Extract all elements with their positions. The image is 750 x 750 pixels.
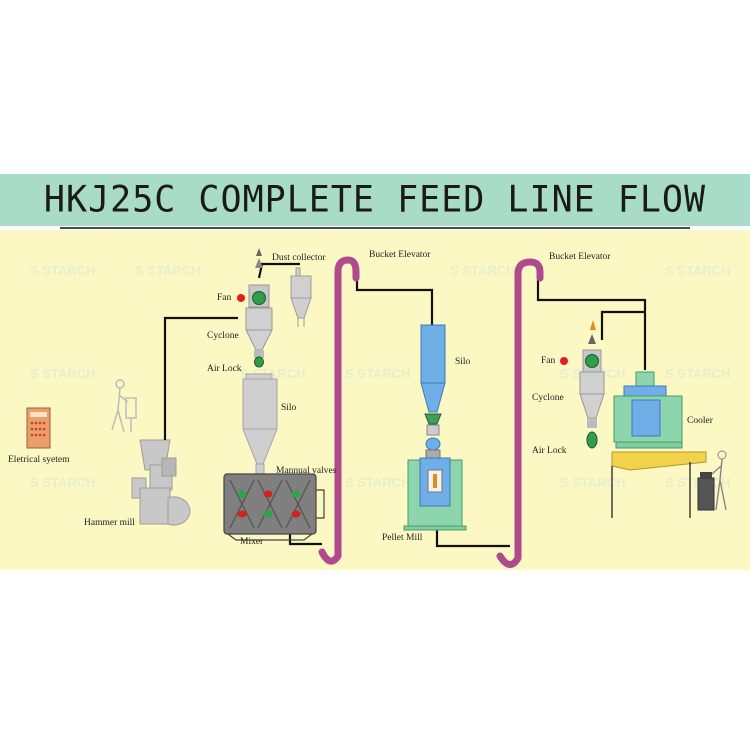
silo-label-1: Silo (281, 403, 297, 413)
pellet-mill (403, 457, 467, 531)
air-lock-label-1: Air Lock (207, 364, 242, 374)
operator-figure-left (111, 379, 137, 433)
svg-text:S STARCH: S STARCH (30, 475, 95, 490)
svg-text:S STARCH: S STARCH (345, 475, 410, 490)
svg-text:S STARCH: S STARCH (30, 263, 95, 278)
electrical-system-label: Eletrical syetem (8, 455, 70, 465)
conveying-pipes (163, 262, 647, 548)
hammer-mill-label: Hammer mill (84, 518, 135, 528)
dust-collector (290, 267, 312, 327)
operator-figure-right (697, 450, 727, 511)
svg-text:S STARCH: S STARCH (450, 263, 515, 278)
svg-text:S STARCH: S STARCH (135, 263, 200, 278)
air-lock-label-2: Air Lock (532, 446, 567, 456)
electrical-system-cabinet (26, 407, 51, 449)
silo-2 (420, 324, 446, 461)
cyclone-label-2: Cyclone (532, 393, 564, 403)
title-underline (60, 227, 690, 229)
silo-label-2: Silo (455, 357, 471, 367)
chart-title: HKJ25C COMPLETE FEED LINE FLOW CHART (43, 179, 707, 276)
bucket-elevator-1 (318, 256, 360, 565)
cooler-label: Cooler (687, 416, 713, 426)
pellet-mill-label: Pellet Mill (382, 533, 423, 543)
title-band (0, 174, 750, 226)
manual-valves-label: Mannual valves (276, 466, 337, 476)
bucket-elevator-label-2: Bucket Elevator (549, 252, 611, 262)
bucket-elevator-label-1: Bucket Elevator (369, 250, 431, 260)
mixer (223, 473, 325, 541)
bucket-elevator-2 (496, 258, 544, 568)
hammer-mill (131, 439, 191, 526)
cyclone-2-assembly (560, 320, 605, 449)
cyclone-1-assembly (237, 248, 273, 368)
svg-text:S STARCH: S STARCH (345, 366, 410, 381)
fan-label-2: Fan (541, 356, 556, 366)
cooler (611, 371, 707, 518)
fan-label-1: Fan (217, 293, 232, 303)
mixer-label: Mixer (240, 537, 264, 547)
dust-collector-label: Dust collector (272, 253, 326, 263)
cyclone-label-1: Cyclone (207, 331, 239, 341)
silo-1 (242, 373, 278, 475)
svg-text:S STARCH: S STARCH (665, 263, 730, 278)
svg-text:S STARCH: S STARCH (560, 475, 625, 490)
svg-text:S STARCH: S STARCH (30, 366, 95, 381)
svg-text:S STARCH: S STARCH (665, 366, 730, 381)
